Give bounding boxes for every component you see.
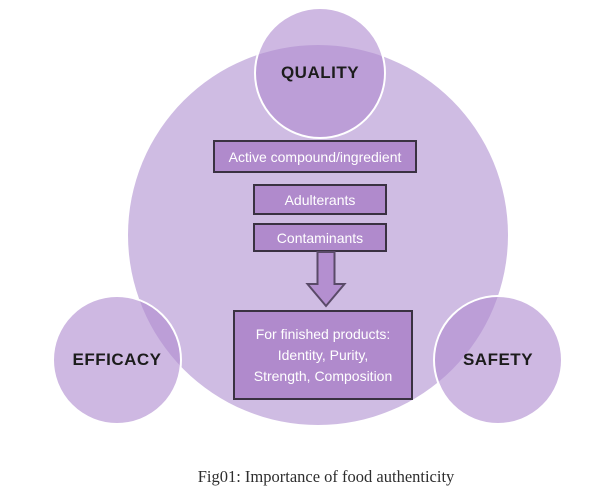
efficacy-circle: EFFICACY (52, 295, 182, 425)
box-contaminants-label: Contaminants (276, 229, 364, 246)
box-adulterants: Adulterants (253, 184, 387, 215)
safety-label: SAFETY (462, 350, 534, 369)
finished-products-line1: For finished products: (255, 325, 391, 342)
box-active-compound: Active compound/ingredient (213, 140, 417, 173)
efficacy-label: EFFICACY (72, 350, 162, 369)
box-finished-products: For finished products: Identity, Purity,… (233, 310, 413, 400)
quality-label: QUALITY (280, 63, 360, 82)
figure-caption: Fig01: Importance of food authenticity (197, 467, 455, 486)
finished-products-line3: Strength, Composition (253, 367, 393, 384)
safety-circle: SAFETY (433, 295, 563, 425)
box-adulterants-label: Adulterants (284, 191, 356, 208)
arrow-down-icon (305, 251, 347, 308)
box-contaminants: Contaminants (253, 223, 387, 252)
finished-products-line2: Identity, Purity, (277, 346, 369, 363)
quality-circle: QUALITY (254, 7, 386, 139)
box-active-compound-label: Active compound/ingredient (228, 148, 402, 165)
